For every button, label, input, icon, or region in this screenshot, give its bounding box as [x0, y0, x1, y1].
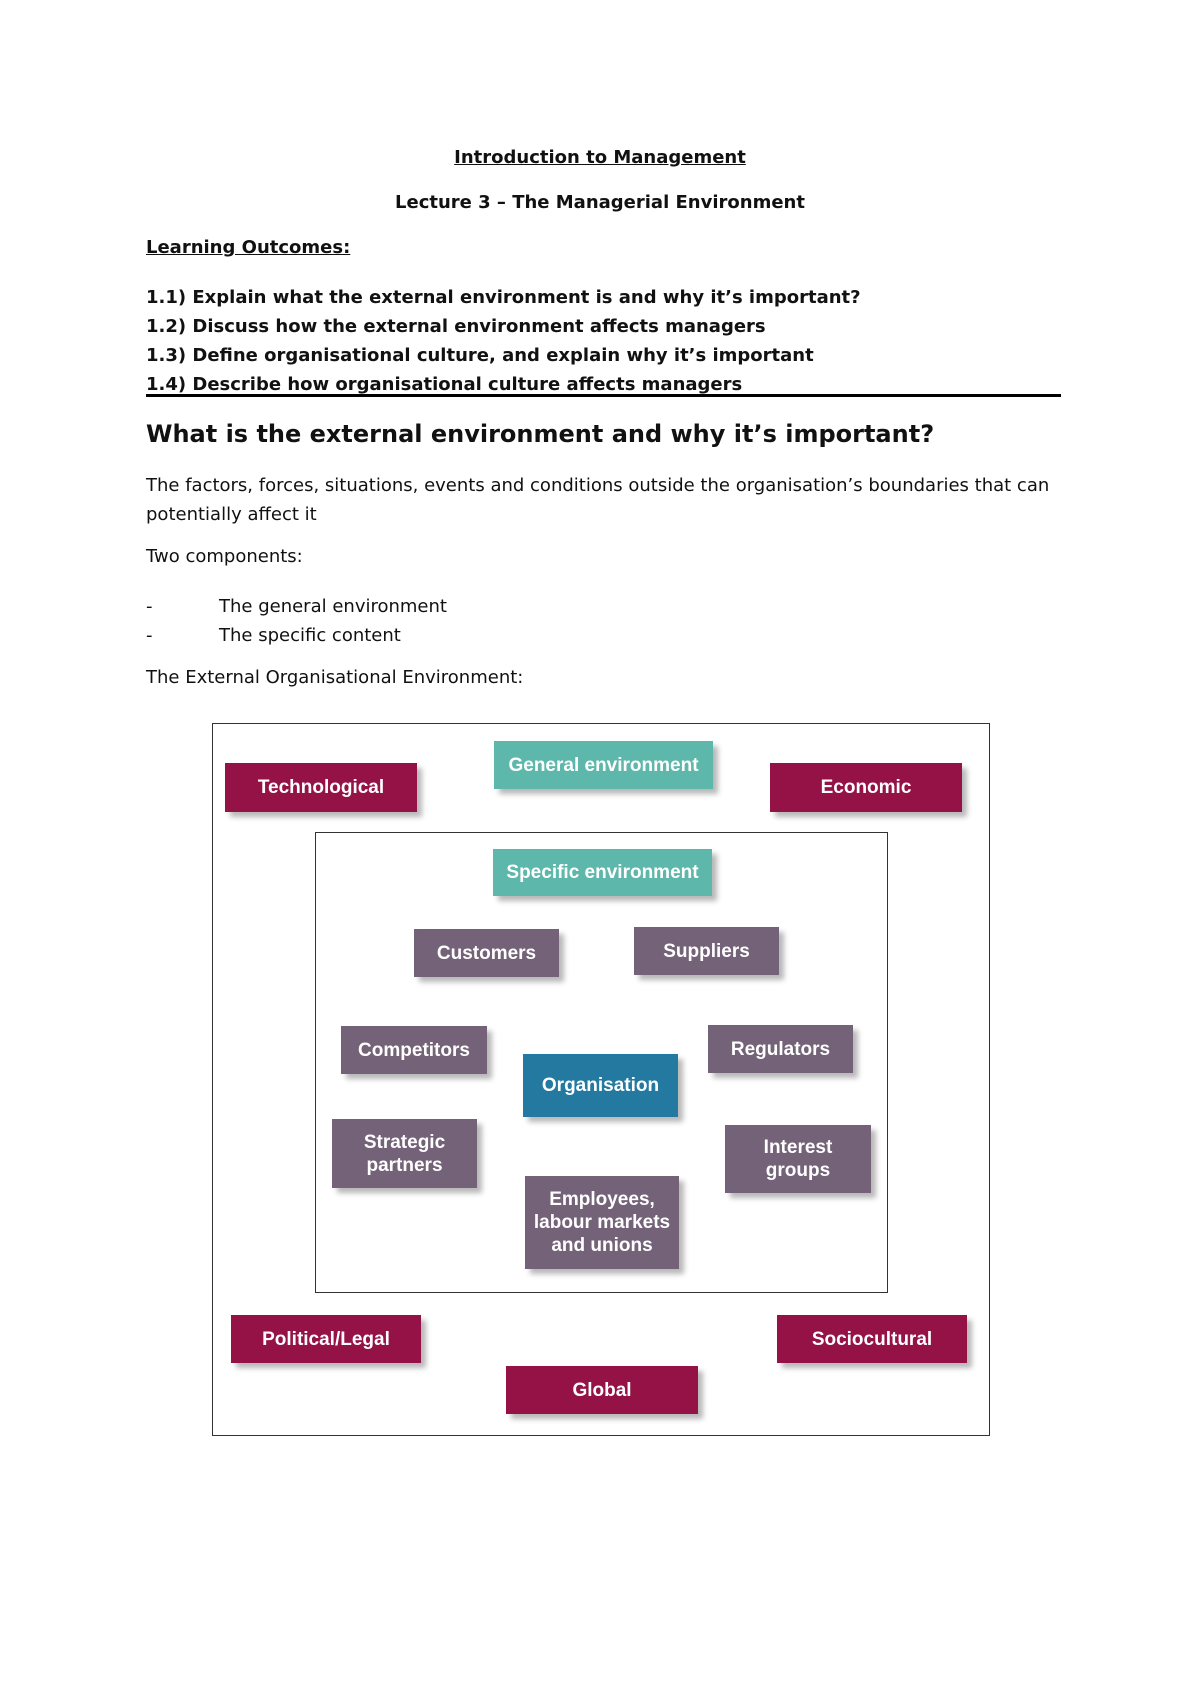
- technological-label: Technological: [257, 777, 385, 798]
- organisation-box: Organisation: [523, 1054, 678, 1117]
- general-environment-label: General environment: [508, 754, 699, 776]
- figure-caption: The External Organisational Environment:: [146, 667, 524, 688]
- component-item: - The general environment: [146, 592, 447, 621]
- course-title: Introduction to Management: [454, 147, 746, 168]
- specific-environment-box: Specific environment: [493, 849, 712, 896]
- organisation-label: Organisation: [541, 1075, 660, 1096]
- strategic-partners-label: Strategic partners: [363, 1131, 446, 1176]
- strategic-partners-box: Strategic partners: [332, 1119, 477, 1188]
- section-divider: [146, 394, 1061, 397]
- economic-label: Economic: [820, 777, 912, 798]
- employees-label: Employees, labour markets and unions: [533, 1189, 671, 1256]
- learning-outcome-item: 1.3) Define organisational culture, and …: [146, 345, 814, 366]
- global-box: Global: [506, 1366, 698, 1414]
- sociocultural-label: Sociocultural: [811, 1328, 933, 1350]
- customers-box: Customers: [414, 929, 559, 977]
- political-legal-box: Political/Legal: [231, 1315, 421, 1363]
- interest-groups-box: Interest groups: [725, 1125, 871, 1193]
- sociocultural-box: Sociocultural: [777, 1315, 967, 1363]
- learning-outcome-item: 1.1) Explain what the external environme…: [146, 287, 861, 308]
- definition-paragraph: The factors, forces, situations, events …: [146, 475, 1050, 525]
- suppliers-label: Suppliers: [663, 940, 750, 962]
- customers-label: Customers: [436, 942, 537, 964]
- components-list: - The general environment - The specific c…: [146, 592, 447, 650]
- learning-outcome-item: 1.2) Discuss how the external environmen…: [146, 316, 766, 337]
- interest-groups-label: Interest groups: [763, 1137, 833, 1181]
- component-text: The specific content: [219, 625, 401, 646]
- employees-box: Employees, labour markets and unions: [525, 1176, 679, 1269]
- competitors-box: Competitors: [341, 1026, 487, 1074]
- economic-box: Economic: [770, 763, 962, 812]
- technological-box: Technological: [225, 763, 417, 812]
- list-dash: -: [146, 625, 153, 646]
- global-label: Global: [572, 1379, 632, 1401]
- component-item: - The specific content: [146, 621, 447, 650]
- regulators-box: Regulators: [708, 1025, 853, 1073]
- learning-outcomes-heading: Learning Outcomes:: [146, 237, 351, 258]
- lecture-title: Lecture 3 – The Managerial Environment: [395, 192, 805, 213]
- external-environment-diagram: [212, 723, 990, 1436]
- suppliers-box: Suppliers: [634, 927, 779, 975]
- specific-environment-frame: [315, 832, 888, 1293]
- learning-outcome-item: 1.4) Describe how organisational culture…: [146, 374, 743, 395]
- two-components-label: Two components:: [146, 546, 303, 567]
- section-heading: What is the external environment and why…: [146, 420, 935, 448]
- regulators-label: Regulators: [730, 1038, 831, 1060]
- political-legal-label: Political/Legal: [262, 1328, 390, 1350]
- learning-outcomes-list: 1.1) Explain what the external environme…: [146, 283, 861, 399]
- competitors-label: Competitors: [358, 1039, 470, 1061]
- list-dash: -: [146, 596, 153, 617]
- component-text: The general environment: [219, 596, 447, 617]
- specific-environment-label: Specific environment: [506, 862, 699, 883]
- general-environment-box: General environment: [494, 741, 713, 789]
